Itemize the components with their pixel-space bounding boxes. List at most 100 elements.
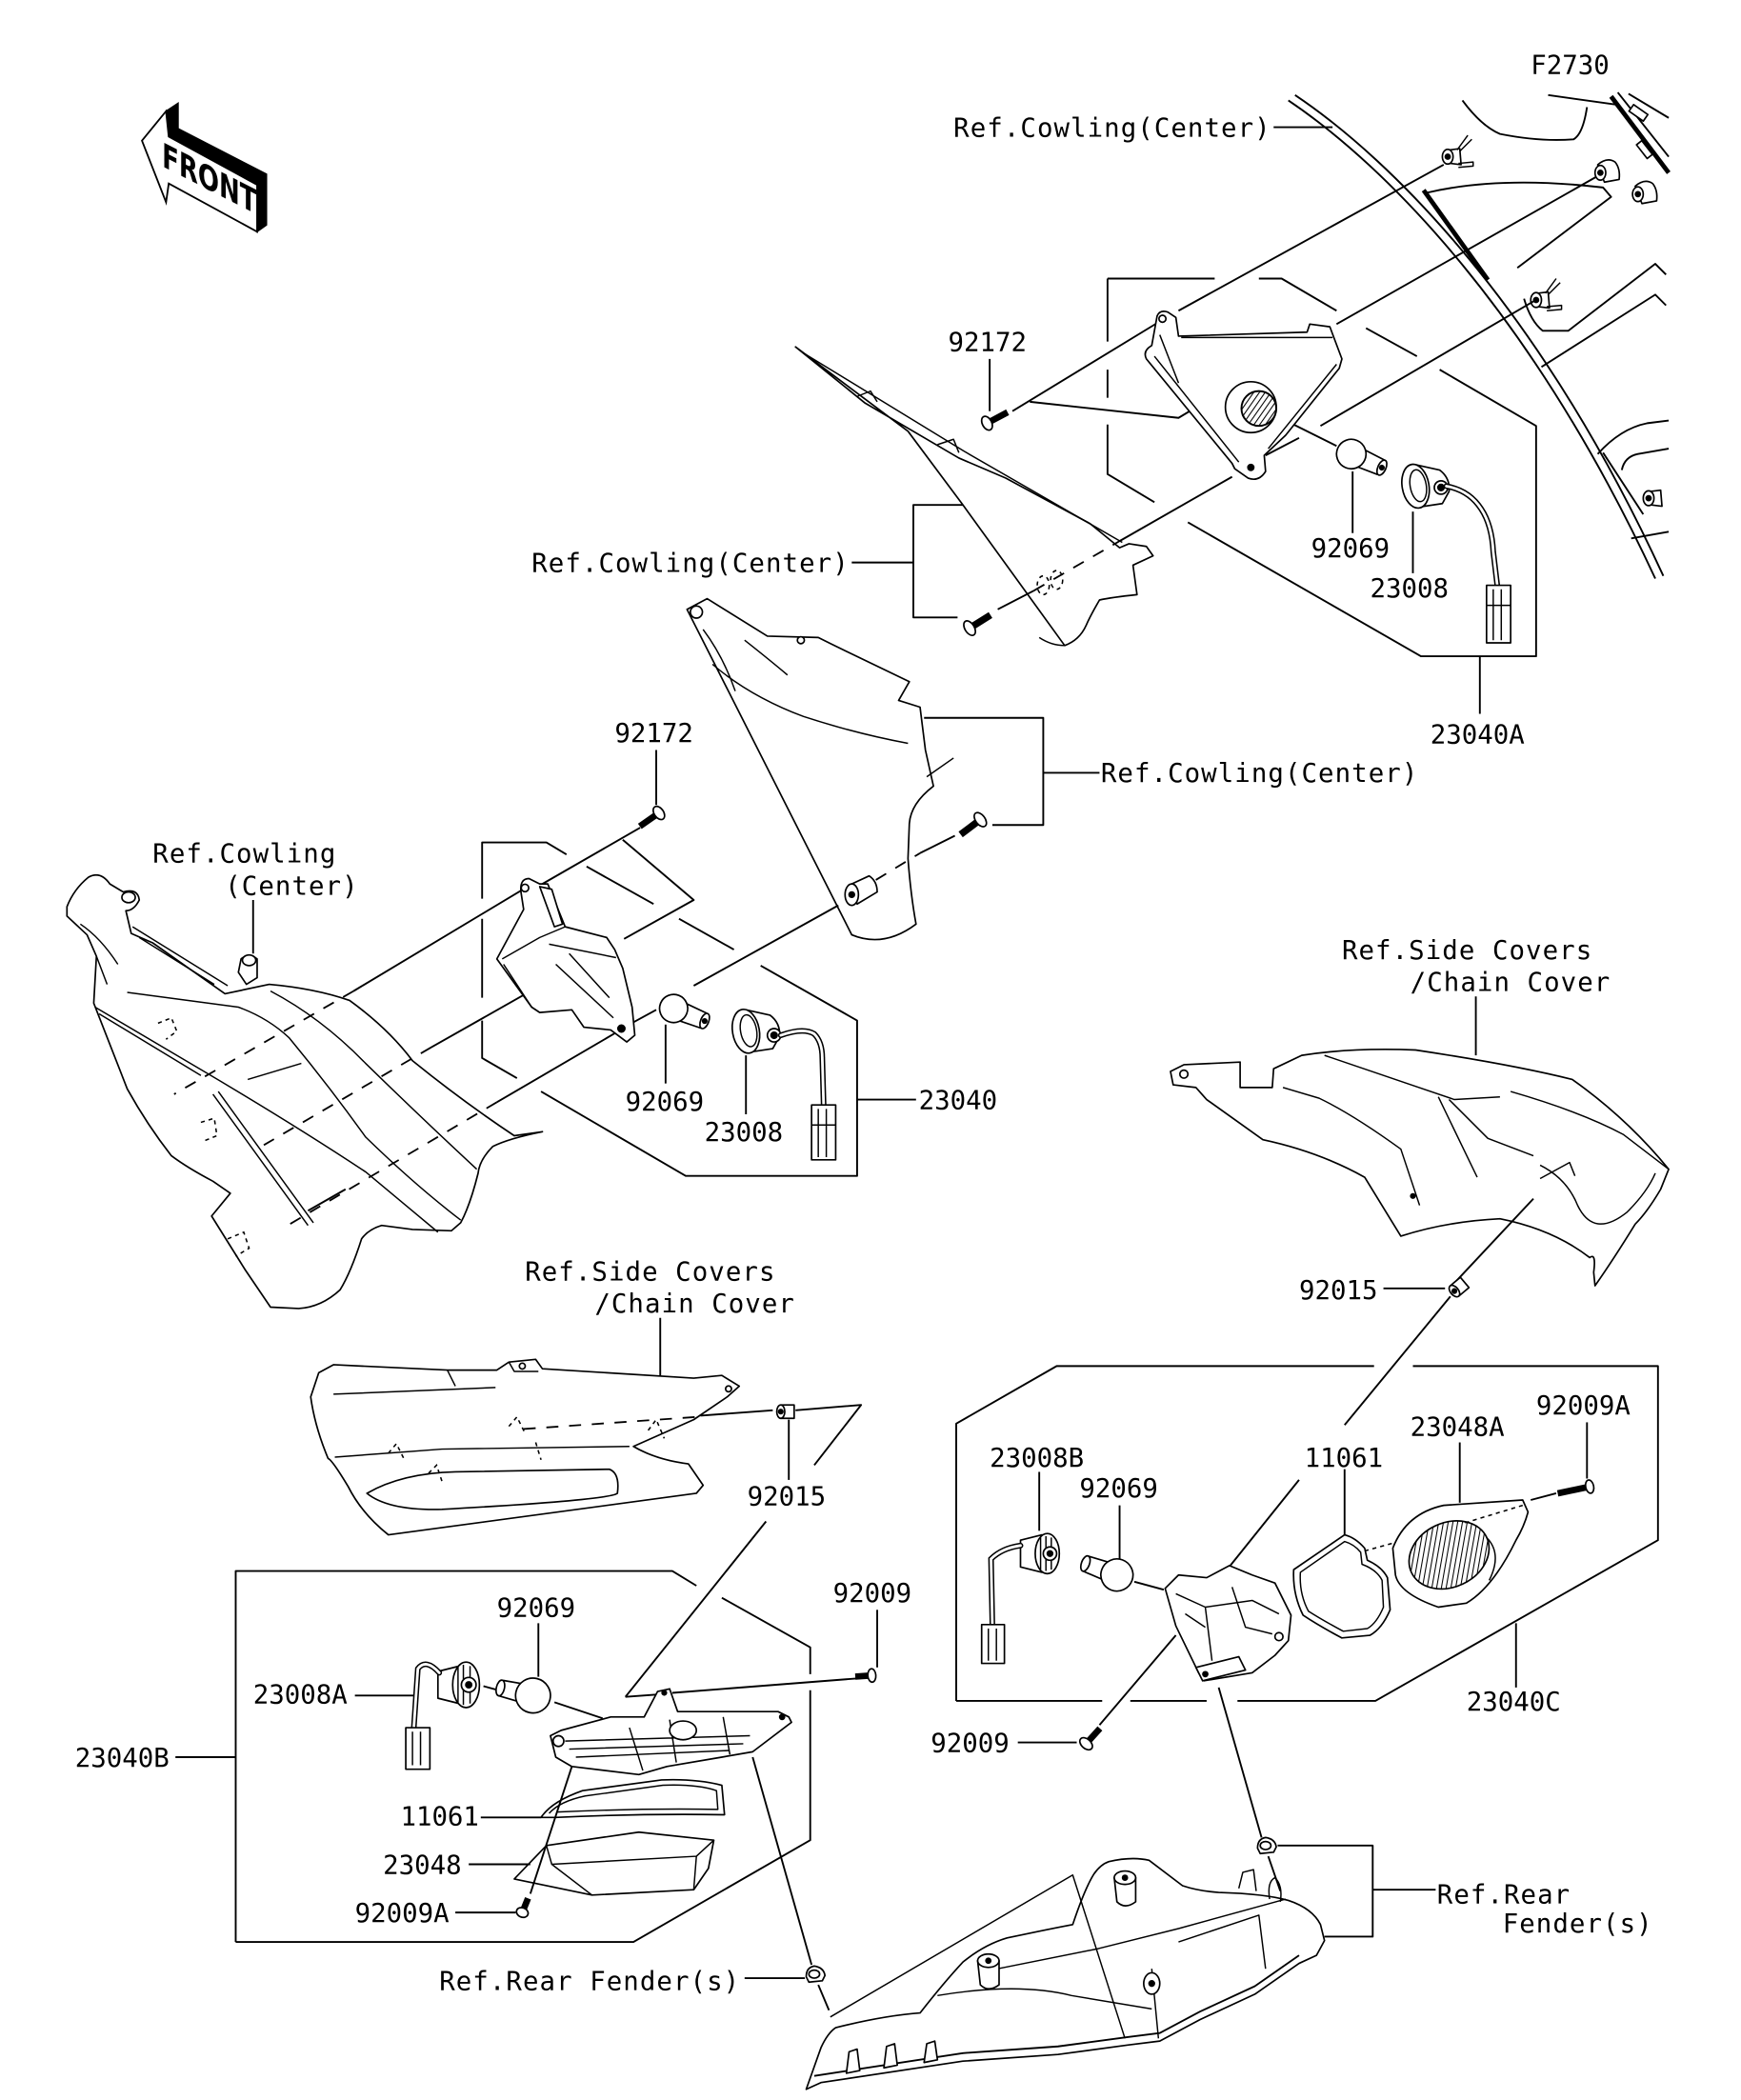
bulb-92069-icon [495,1677,551,1714]
lens-23048a-icon [1391,1499,1530,1609]
bush-hole [848,890,855,899]
socket-wire-inner [1445,485,1499,587]
exploded-line-hidden [1033,540,1121,591]
middle-cowling-boss [690,605,704,619]
label-92009a-left: 92009A [355,1899,450,1929]
left-cowling-line [94,1006,439,1233]
side-cover-left-opening [366,1468,619,1510]
exploded-line [795,1404,863,1467]
cowling-edge-tab-2 [1635,139,1653,160]
screw-92172-icon [980,409,1010,431]
exploded-line [496,1031,617,1104]
turn-signal-housing-23040a [1144,310,1343,481]
cowling-edge-line [1616,91,1670,158]
fender-boss-icon [1143,1971,1161,1995]
bracket-ref-cowling-upper [912,504,964,619]
bulb-92069-icon [1335,438,1388,476]
middle-cowling-hole [796,635,806,645]
exploded-line [1344,1295,1451,1426]
box-edge [481,841,568,899]
cowling-edge-line-2 [1628,92,1670,119]
ref-rear-fender-right-bracket [1277,1844,1436,1938]
label-92172-lower: 92172 [614,719,692,749]
front-arrow-face [141,109,258,233]
cowling-trim-bar [1421,189,1491,282]
socket-23008b-icon [1019,1532,1061,1575]
housing-detail [501,926,616,1019]
cap-nut-icon [1593,159,1621,184]
exploded-line [919,834,956,854]
connector-detail [811,1109,836,1157]
gasket-11061-left-icon [540,1778,726,1819]
label-ref-cowling-left-line1: Ref.Cowling [152,840,336,870]
box-edge [1258,277,1337,312]
connector-detail [988,1629,997,1661]
label-23040b: 23040B [75,1744,170,1773]
lens-detail [546,1839,714,1896]
label-23048a: 23048A [1411,1412,1505,1442]
label-23008-upper: 23008 [1370,574,1448,604]
box-edge [1365,327,1418,357]
label-92015-right: 92015 [1299,1276,1377,1306]
label-92069-rear-left: 92069 [497,1593,575,1623]
wire-connector-icon [980,1623,1006,1665]
exploded-line [1098,1634,1177,1726]
clip-nut-icon [1530,278,1563,311]
rear-fender-tabs [1237,1869,1282,1902]
housing-hole [1202,1670,1209,1678]
socket-contact [770,1030,778,1040]
gasket-inner [1299,1540,1385,1632]
box-edge [235,1690,811,1944]
exploded-line-hidden [1465,1504,1524,1524]
grommet-rear-fender-right-icon [1256,1836,1277,1855]
exploded-line [1265,437,1300,456]
side-cover-line [1437,1096,1478,1178]
label-11061-right: 11061 [1305,1444,1383,1473]
exploded-line [1335,175,1597,326]
exploded-line [529,1766,573,1894]
rear-fender-clips [845,2040,939,2074]
side-cover-line [1510,1090,1670,1170]
housing-clip [538,886,564,928]
exploded-line-hidden [523,1415,697,1430]
box-edge [955,1365,1374,1701]
label-11061-left: 11061 [400,1803,478,1832]
connector-body [980,1623,1006,1665]
lens-outline [513,1830,715,1896]
upper-cowling-edge-arc [1038,636,1065,647]
label-92069-upper: 92069 [1311,534,1390,564]
turn-signal-housing-23040c [1164,1565,1292,1682]
bulb-92069-icon [658,993,710,1030]
clip-nut-icon [1441,134,1474,169]
cowling-center-upper-piece [794,346,1154,647]
box-edge [1237,1365,1659,1702]
exploded-line [1133,1580,1165,1591]
cap-nut-icon [1631,180,1658,205]
label-92009-left: 92009 [833,1579,911,1609]
clip-hole [1532,296,1540,304]
label-23040: 23040 [919,1086,997,1115]
housing-lens [1240,390,1278,428]
side-cover-opening [1539,1164,1656,1225]
bulb-glass [1100,1558,1134,1592]
cowling-edge-tab [1628,103,1650,123]
exploded-line [1530,1492,1557,1501]
side-cover-line [1282,1087,1421,1206]
connector-detail [411,1731,422,1766]
middle-cowling-line [711,663,909,745]
left-cowling-tab-hole [121,890,136,904]
housing-frame-detail [1153,334,1337,463]
screw-shank [1556,1484,1589,1497]
label-ref-rear-fender-left: Ref.Rear Fender(s) [439,1968,740,1997]
gasket-outer [1292,1533,1391,1639]
box-edge [721,1596,811,1674]
turn-signal-housing-23040b [550,1688,792,1776]
socket-wire-inner [412,1663,441,1730]
housing-bulb-seat [669,1720,698,1741]
side-cover-left-outline [310,1358,741,1536]
housing-frame [495,877,636,1043]
box-edge [678,917,735,950]
exploded-line-hidden [1364,1542,1395,1552]
upper-cowling-outline [794,346,1154,647]
